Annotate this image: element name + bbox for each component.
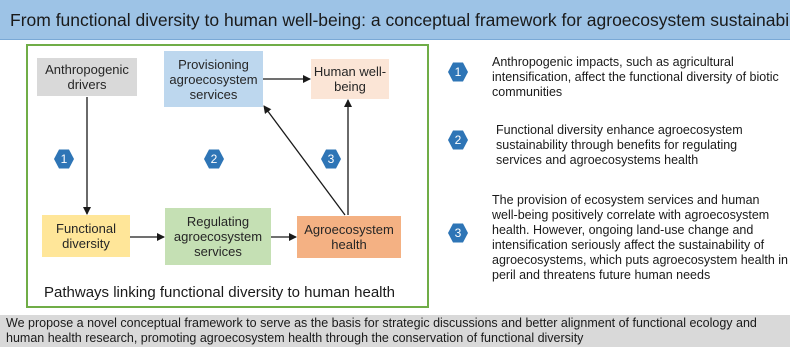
node-provisioning-services: Provisioning agroecosystem services (164, 51, 263, 107)
title-bar: From functional diversity to human well-… (0, 0, 790, 40)
description-3: The provision of ecosystem services and … (492, 193, 788, 282)
marker-2-icon: 2 (203, 148, 225, 170)
marker-3-icon: 3 (320, 148, 342, 170)
marker-1-icon: 1 (53, 148, 75, 170)
description-marker-1-icon: 1 (447, 61, 469, 83)
footer-text: We propose a novel conceptual framework … (6, 316, 757, 345)
description-marker-3-icon: 3 (447, 222, 469, 244)
description-2: Functional diversity enhance agroecosyst… (496, 123, 743, 167)
page-title: From functional diversity to human well-… (10, 10, 790, 30)
node-agroecosystem-health: Agroecosystem health (297, 216, 401, 258)
footer-summary: We propose a novel conceptual framework … (0, 315, 790, 347)
diagram-caption: Pathways linking functional diversity to… (44, 284, 396, 301)
diagram-frame (26, 44, 429, 308)
node-human-wellbeing: Human well-being (311, 59, 389, 99)
node-regulating-services: Regulating agroecosystem services (165, 208, 271, 265)
node-functional-diversity: Functional diversity (42, 215, 130, 257)
description-1: Anthropogenic impacts, such as agricultu… (492, 55, 779, 99)
node-anthropogenic-drivers: Anthropogenic drivers (37, 58, 137, 96)
description-marker-2-icon: 2 (447, 129, 469, 151)
